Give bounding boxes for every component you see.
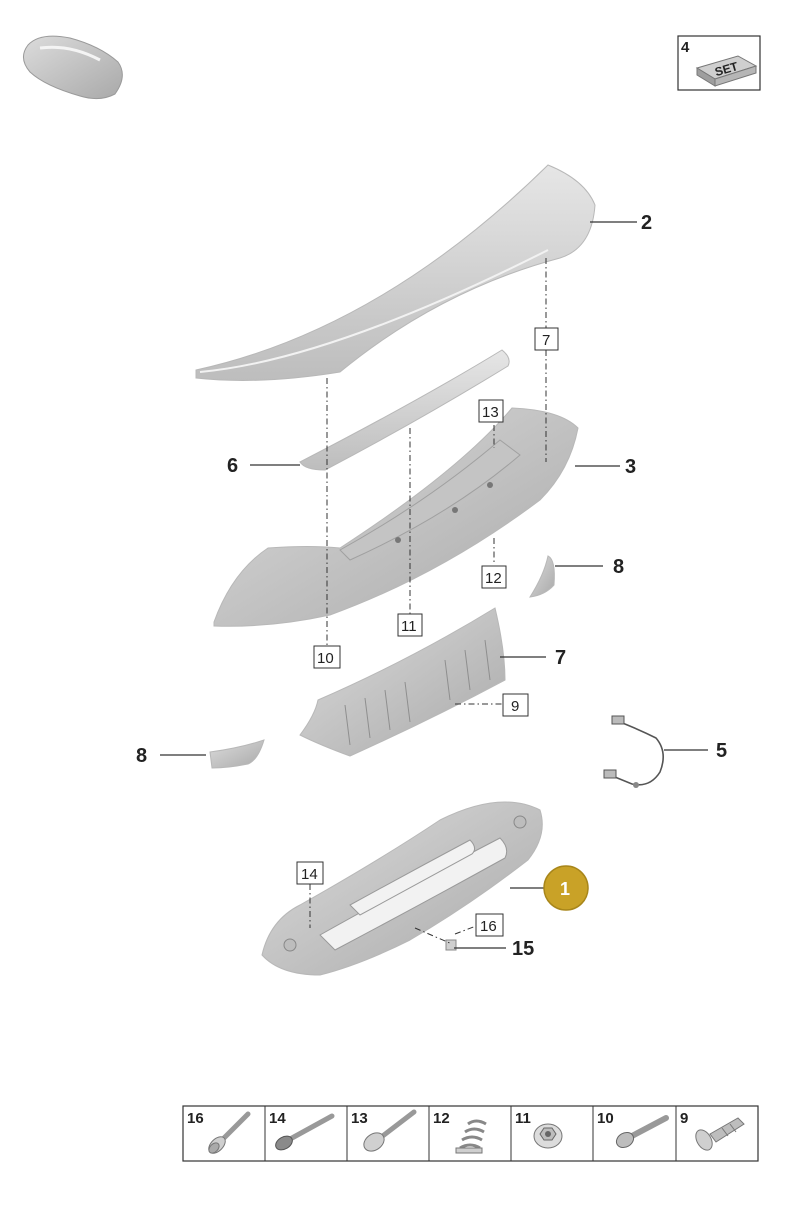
svg-text:10: 10 bbox=[317, 650, 334, 667]
svg-text:9: 9 bbox=[511, 698, 519, 715]
ref-box-11: 11 bbox=[397, 613, 423, 637]
svg-text:14: 14 bbox=[301, 866, 318, 883]
callout-2: 2 bbox=[641, 212, 652, 234]
bolt-round-head-icon bbox=[363, 1109, 417, 1152]
svg-text:11: 11 bbox=[401, 618, 417, 635]
bolt-hex-icon bbox=[615, 1115, 669, 1149]
part-5-wiring-harness bbox=[603, 715, 664, 788]
callout-8-left: 8 bbox=[136, 745, 147, 767]
set-badge: 4 SET bbox=[677, 35, 761, 91]
vehicle-thumbnail-icon bbox=[23, 35, 123, 100]
legend-number-10: 10 bbox=[597, 1110, 614, 1127]
set-badge-number: 4 bbox=[681, 39, 690, 56]
callout-5: 5 bbox=[716, 740, 727, 762]
hex-nut-icon bbox=[533, 1123, 563, 1149]
legend-number-9: 9 bbox=[680, 1110, 688, 1127]
ref-box-16: 16 bbox=[475, 913, 504, 937]
callout-15: 15 bbox=[512, 938, 534, 960]
callout-labels: 2 3 6 8 7 8 5 15 bbox=[136, 212, 727, 960]
svg-text:7: 7 bbox=[542, 332, 550, 349]
legend-number-16: 16 bbox=[187, 1110, 204, 1127]
leader-lines bbox=[160, 221, 708, 949]
bolt-flange-icon bbox=[275, 1113, 335, 1151]
legend-number-11: 11 bbox=[515, 1110, 531, 1127]
legend-number-12: 12 bbox=[433, 1110, 450, 1127]
ref-box-9: 9 bbox=[502, 693, 529, 717]
callout-1-badge: 1 bbox=[543, 865, 589, 911]
svg-text:13: 13 bbox=[482, 404, 499, 421]
part-7-inner-panel bbox=[299, 607, 506, 757]
callout-8-right: 8 bbox=[613, 556, 624, 578]
part-1-carrier-frame bbox=[261, 801, 543, 976]
svg-text:16: 16 bbox=[480, 918, 497, 935]
callout-3: 3 bbox=[625, 456, 636, 478]
part-6-lip-strip bbox=[299, 349, 510, 471]
ref-box-7: 7 bbox=[534, 327, 559, 351]
part-8-bracket-left bbox=[209, 739, 265, 769]
set-package-icon: SET bbox=[695, 55, 758, 87]
fastener-legend: 16 14 13 12 11 10 9 bbox=[182, 1105, 759, 1162]
push-rivet-icon bbox=[695, 1117, 745, 1151]
spring-clip-icon bbox=[455, 1119, 487, 1154]
alignment-lines bbox=[309, 258, 547, 945]
part-2-spoiler-wing bbox=[195, 164, 596, 381]
ref-box-10: 10 bbox=[313, 645, 341, 669]
svg-text:12: 12 bbox=[485, 570, 502, 587]
callout-7: 7 bbox=[555, 647, 566, 669]
boxed-refs: 7 13 12 11 10 9 14 16 bbox=[296, 327, 559, 937]
ref-box-12: 12 bbox=[481, 565, 507, 589]
callout-6: 6 bbox=[227, 455, 238, 477]
ref-box-13: 13 bbox=[478, 399, 504, 423]
part-3-spoiler-shell bbox=[213, 407, 579, 627]
legend-number-14: 14 bbox=[269, 1110, 286, 1127]
bolt-washer-icon bbox=[208, 1111, 251, 1154]
legend-number-13: 13 bbox=[351, 1110, 368, 1127]
callout-1: 1 bbox=[560, 879, 570, 899]
ref-box-14: 14 bbox=[296, 861, 324, 885]
part-8-bracket-right bbox=[529, 555, 555, 598]
set-label: SET bbox=[713, 59, 740, 79]
